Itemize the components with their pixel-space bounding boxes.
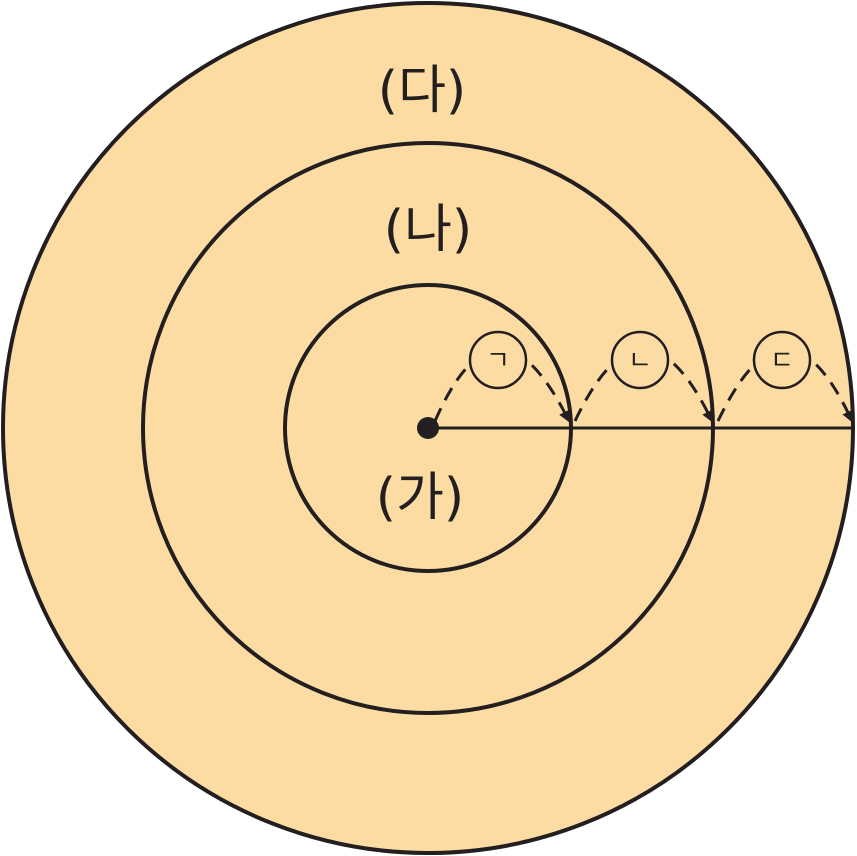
- segment-label-first-text: ㄱ: [486, 346, 510, 376]
- region-label-middle: (나): [384, 200, 472, 260]
- segment-label-second: ㄴ: [610, 330, 670, 390]
- segment-label-first: ㄱ: [468, 330, 528, 390]
- center-point: [417, 417, 439, 439]
- region-label-outer: (다): [378, 61, 466, 121]
- segment-label-third-text: ㄷ: [770, 346, 794, 376]
- region-label-inner: (가): [376, 468, 464, 528]
- segment-label-third: ㄷ: [752, 330, 812, 390]
- segment-label-second-text: ㄴ: [628, 346, 652, 376]
